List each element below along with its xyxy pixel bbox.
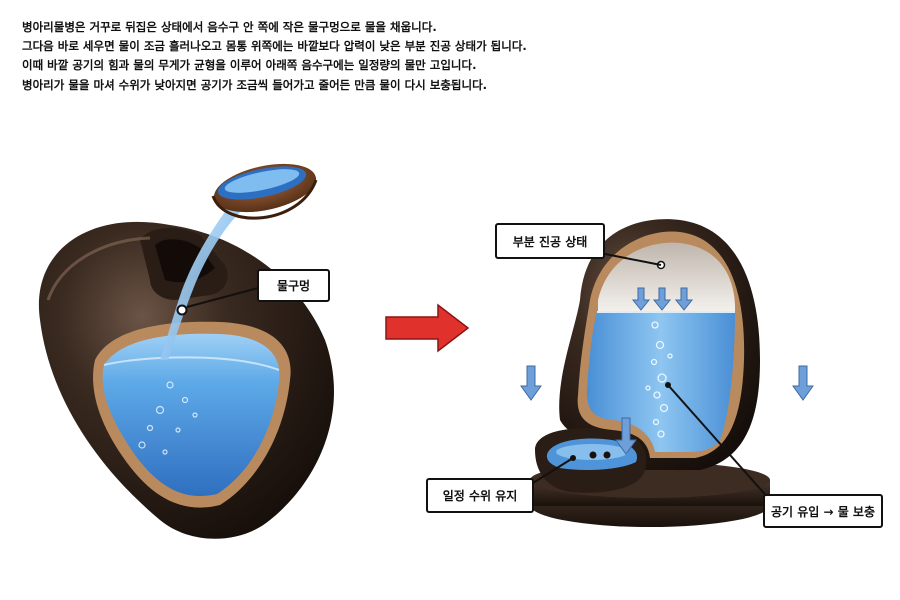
water-hole-marker xyxy=(176,304,188,316)
intro-line-2: 그다음 바로 세우면 물이 조금 흘러나오고 몸통 위쪽에는 바깥보다 압력이 … xyxy=(22,39,527,54)
intro-line-3: 이때 바깥 공기의 힘과 물의 무게가 균형을 이루어 아래쪽 음수구에는 일정… xyxy=(22,58,477,73)
label-water-hole: 물구멍 xyxy=(257,269,330,302)
transition-arrow xyxy=(385,303,470,353)
label-partial-vacuum: 부분 진공 상태 xyxy=(495,223,605,259)
label-air-inflow: 공기 유입 → 물 보충 xyxy=(763,494,883,528)
upright-bottle xyxy=(520,219,814,527)
label-constant-level: 일정 수위 유지 xyxy=(426,478,534,513)
intro-text: 병아리물병은 거꾸로 뒤집은 상태에서 음수구 안 쪽에 작은 물구멍으로 물을… xyxy=(22,18,882,95)
intro-line-1: 병아리물병은 거꾸로 뒤집은 상태에서 음수구 안 쪽에 작은 물구멍으로 물을… xyxy=(22,20,437,34)
tilted-bottle xyxy=(38,163,334,539)
pouring-bowl xyxy=(211,163,318,220)
air-pressure-arrows xyxy=(520,365,814,455)
vacuum-pressure-arrows xyxy=(631,287,694,311)
intro-line-4: 병아리가 물을 마셔 수위가 낮아지면 공기가 조금씩 들어가고 줄어든 만큼 … xyxy=(22,77,488,92)
